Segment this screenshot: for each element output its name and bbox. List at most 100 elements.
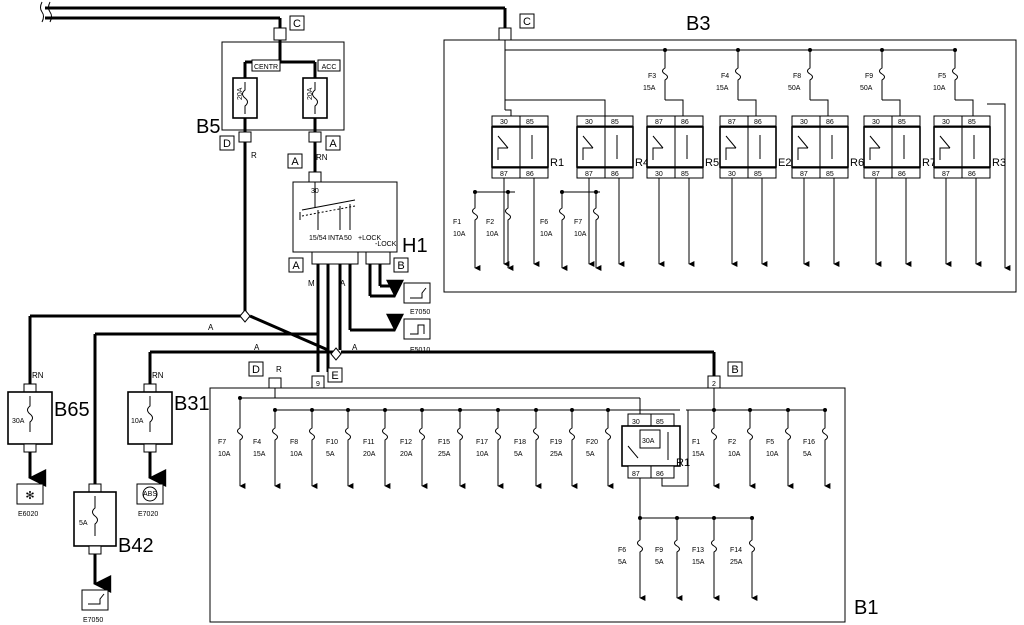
h1-tinta: INTA: [328, 235, 344, 242]
b3-relay-contacts: [652, 135, 688, 160]
b3-relay-pin: 85: [611, 119, 619, 126]
b3-relay-pin: 86: [754, 119, 762, 126]
wire-rn-b5: RN: [316, 153, 328, 162]
b1-relay-id: R1: [676, 457, 690, 469]
connector-9: 9: [316, 381, 320, 388]
b1-relay-fuse: 30A: [642, 438, 655, 445]
b3-subfuse-amp: 10A: [486, 231, 499, 238]
module-b42: 5A B42 E7050: [73, 483, 154, 624]
b5-fuse-right: 20A: [307, 87, 314, 100]
b1-fuse-id: F2: [728, 439, 736, 446]
b1-fuse-amp: 25A: [438, 451, 451, 458]
b5-centr-label: CENTR: [254, 64, 278, 71]
b3-relay-pin: 30: [500, 119, 508, 126]
b1-fuse-symbol: [382, 424, 388, 444]
wire-rn-b31: RN: [152, 371, 164, 380]
b3-relay-pin: 87: [800, 171, 808, 178]
b1-relay-pin: 85: [656, 419, 664, 426]
b3-relay-pin: 30: [872, 119, 880, 126]
b3-relay-contacts: [497, 135, 533, 160]
b3-relay-pin: 30: [942, 119, 950, 126]
module-b1-label: B1: [854, 597, 878, 619]
b3-fuse-amp: 10A: [933, 85, 946, 92]
module-h1-label: H1: [402, 235, 428, 257]
b1-fuse-id: F19: [550, 439, 562, 446]
h1-lock-plus: +LOCK: [358, 235, 381, 242]
b1-fuse-symbol: [309, 424, 315, 444]
b3-relay-pin: 85: [968, 119, 976, 126]
b31-fuse-rating: 10A: [131, 418, 144, 425]
b3-relay-pin: 30: [800, 119, 808, 126]
b3-fuse-symbol: [879, 64, 885, 84]
b3-subfuse-id: F7: [574, 219, 582, 226]
b1-relay-pin: 87: [632, 471, 640, 478]
b1-fuse-symbol: [674, 536, 680, 556]
b3-subfuse-id: F1: [453, 219, 461, 226]
b3-feed-wire: [665, 99, 974, 116]
b1-fuse-id: F1: [692, 439, 700, 446]
b3-relay-pin: 86: [681, 119, 689, 126]
module-b5-label: B5: [196, 116, 220, 138]
h1-load-top-code: E7050: [410, 309, 430, 316]
b1-fuse-id: F7: [218, 439, 226, 446]
b1-relay-pin: 30: [632, 419, 640, 426]
connector-b-b1: B: [731, 364, 738, 376]
b1-fuse-id: F20: [586, 439, 598, 446]
b3-feed-wire: [505, 99, 606, 116]
b1-relay-wire: [661, 410, 689, 487]
b3-subfuse-symbol: [472, 204, 478, 224]
b1-fuse-id: F11: [363, 439, 375, 446]
b5-acc-label: ACC: [322, 64, 337, 71]
connector-2: 2: [712, 381, 716, 388]
connector-a-h1: A: [291, 156, 299, 168]
b3-relay-pin: 85: [681, 171, 689, 178]
b3-fuse-amp: 15A: [643, 85, 656, 92]
b1-fuse-amp: 5A: [803, 451, 812, 458]
b5-out-wires: A: [243, 142, 317, 314]
b3-fuse-amp: 50A: [788, 85, 801, 92]
b1-fuse-symbol: [637, 536, 643, 556]
b3-relay-pin: 30: [585, 119, 593, 126]
b3-fuse-symbol: [807, 64, 813, 84]
b1-fuse-id: F6: [618, 547, 626, 554]
b3-relay-id: R4: [635, 157, 649, 169]
connector-e-b1: E: [331, 370, 338, 382]
b1-fuse-id: F5: [766, 439, 774, 446]
b3-relay-id: R6: [850, 157, 864, 169]
module-b31-label: B31: [174, 393, 210, 415]
b3-relay-id: R5: [705, 157, 719, 169]
b1-fuse-id: F14: [730, 547, 742, 554]
wire-rn-b65: RN: [32, 371, 44, 380]
b3-relay-pin: 85: [754, 171, 762, 178]
b3-fuse-id: F8: [793, 73, 801, 80]
b3-fuse-id: F9: [865, 73, 873, 80]
b1-fuse-symbol: [457, 424, 463, 444]
b1-fuse-amp: 25A: [550, 451, 563, 458]
b1-fuse-symbol: [785, 424, 791, 444]
b3-relay-id: R3: [992, 157, 1006, 169]
b3-relay-pin: 85: [898, 119, 906, 126]
b3-relay-contacts: [939, 135, 975, 160]
b31-load-code: E7020: [138, 511, 158, 518]
b1-relay-fuse-box: [639, 429, 661, 449]
b1-fuse-amp: 5A: [586, 451, 595, 458]
h1-t50: 50: [344, 235, 352, 242]
battery-feed: [40, 1, 507, 28]
b1-fuse-id: F17: [476, 439, 488, 446]
connector-d-b1: D: [252, 364, 260, 376]
b3-fuse-id: F3: [648, 73, 656, 80]
module-h1: 30 15/54 INTA 50 +LOCK -LOCK H1 A B M A …: [288, 171, 431, 372]
b3-subfuse-amp: 10A: [540, 231, 553, 238]
b1-fuse-symbol: [822, 424, 828, 444]
b65-load-code: E6020: [18, 511, 38, 518]
b1-fuse-symbol: [749, 536, 755, 556]
b3-fuse-symbol: [952, 64, 958, 84]
b3-subfuse-id: F6: [540, 219, 548, 226]
b3-relay-id: R1: [550, 157, 564, 169]
b1-fuse-id: F18: [514, 439, 526, 446]
b1-relay-contacts: [627, 432, 669, 460]
b3-fuse-symbol: [662, 64, 668, 84]
b1-fuse-symbol: [419, 424, 425, 444]
module-b65-label: B65: [54, 399, 90, 421]
